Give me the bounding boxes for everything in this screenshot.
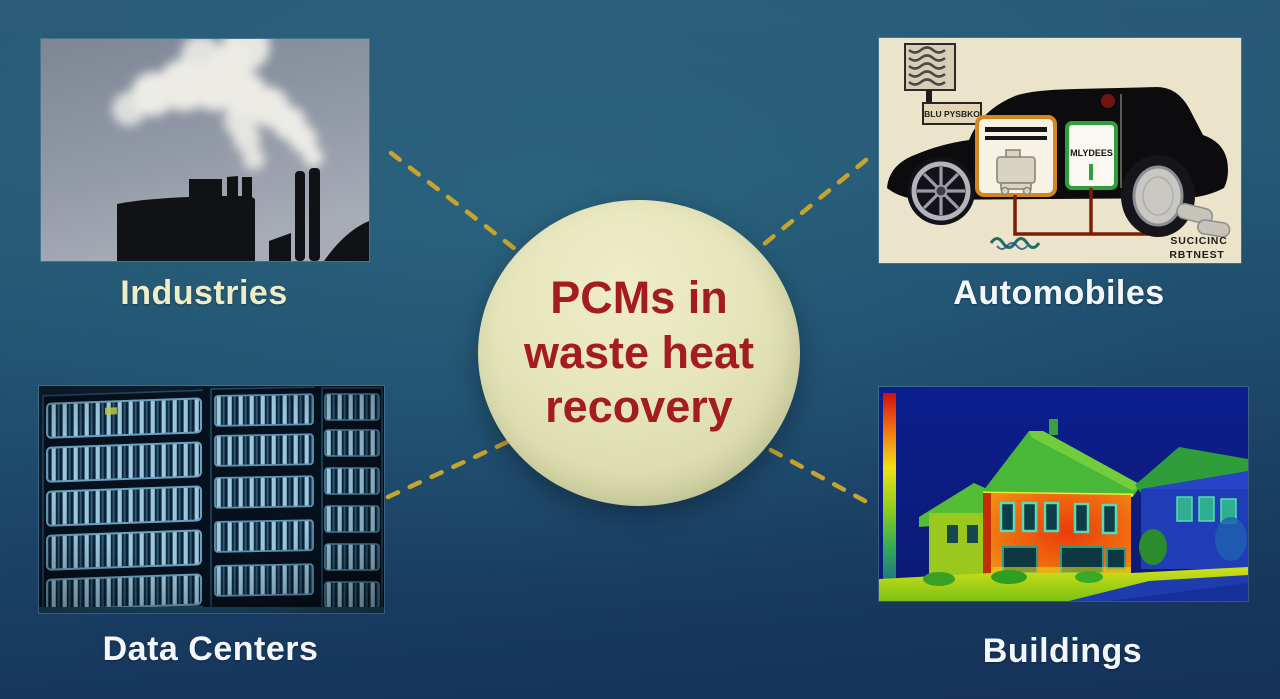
engine-sketch [996,149,1036,196]
data-centers-image [38,385,385,614]
car-plate-text: BLU PYSBKO [924,109,980,119]
automobiles-image: BLU PYSBKO MLYDEES [878,37,1242,264]
car-diagram-illustration: BLU PYSBKO MLYDEES [879,38,1241,263]
right-house [1135,447,1248,569]
central-topic-circle: PCMs in waste heat recovery [478,200,800,506]
automobiles-label: Automobiles [953,274,1165,312]
buildings-image [878,386,1249,602]
car-plate-box [922,102,982,125]
pcm-panel-text: MLYDEES [1070,148,1113,158]
door-mark [1101,94,1115,108]
front-wheel [907,157,975,225]
main-house [982,419,1141,579]
central-topic-line1: PCMs in [550,271,728,323]
car-note-line1: SUCICINC [1170,235,1227,247]
central-topic-line3: recovery [545,381,733,433]
industries-image [40,38,370,262]
thermal-scale-strip [883,393,896,589]
data-centers-label: Data Centers [102,630,319,668]
buildings-label: Buildings [982,632,1143,670]
smokestacks-illustration [41,39,369,261]
rear-wheel [1121,155,1195,237]
central-topic-line2: waste heat [523,326,755,378]
industries-label: Industries [120,274,288,312]
factory-silhouette [117,168,369,261]
ground [879,567,1248,601]
smoke-plumes [112,39,323,170]
car-note-line2: RBTNEST [1169,249,1224,261]
server-racks-illustration [39,386,384,613]
exhaust-puffs [1176,202,1231,238]
thermal-house-illustration [879,387,1248,601]
